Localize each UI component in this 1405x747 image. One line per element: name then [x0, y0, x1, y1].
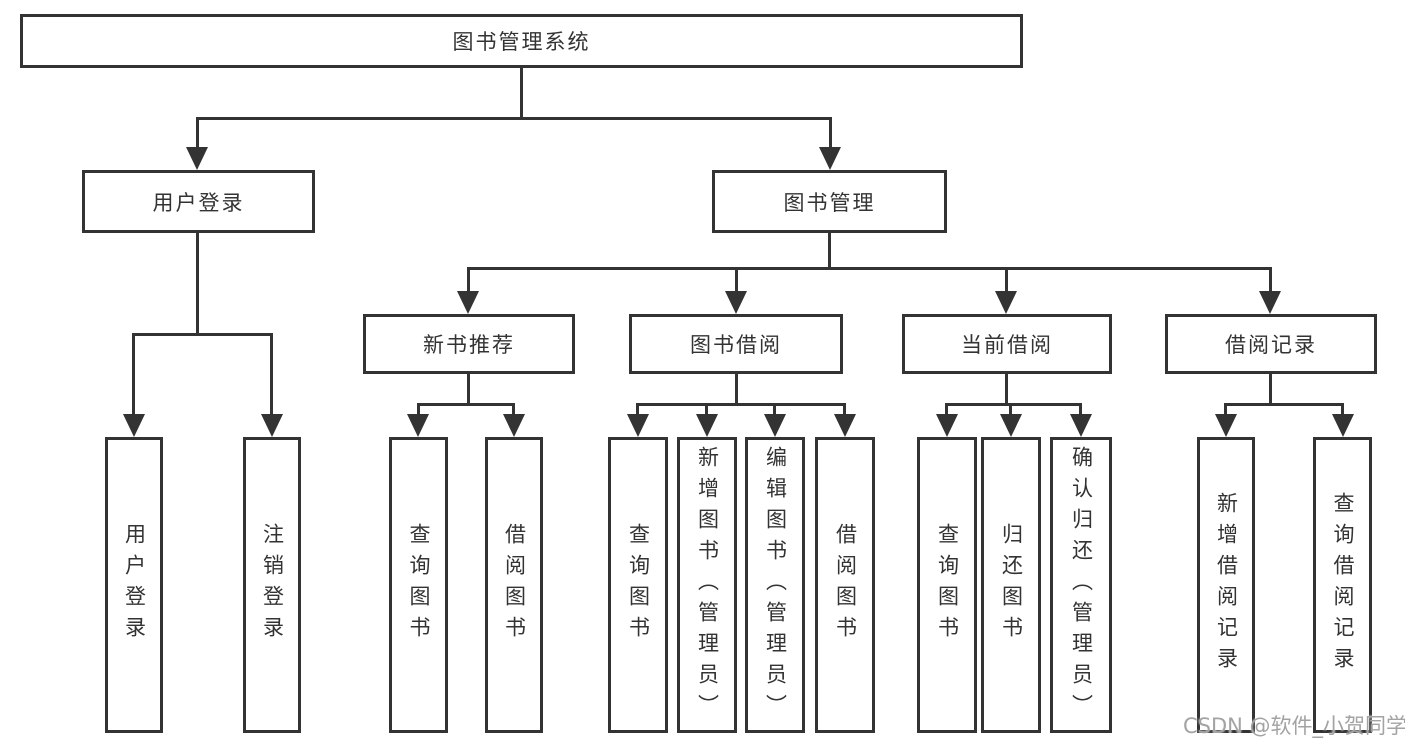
connector-vline	[196, 233, 199, 335]
node-user-login: 用户登录	[82, 170, 315, 233]
arrow-down-icon	[725, 291, 747, 314]
node-book-management: 图书管理	[712, 170, 947, 233]
connector-vline	[1079, 403, 1082, 417]
leaf-query-books-recommend: 查询图书	[389, 437, 448, 733]
leaf-add-book-admin: 新增图书（管理员）	[677, 437, 737, 733]
leaf-edit-book-admin: 编辑图书（管理员）	[745, 437, 805, 733]
node-label: 确认归还（管理员）	[1069, 445, 1094, 725]
connector-vline	[735, 374, 738, 405]
connector-hline	[1224, 403, 1344, 406]
arrow-down-icon	[819, 147, 841, 170]
arrow-down-icon	[261, 414, 283, 437]
node-label: 查询图书	[407, 523, 431, 647]
arrow-down-icon	[457, 291, 479, 314]
connector-vline	[1005, 374, 1008, 405]
node-library-management-system: 图书管理系统	[20, 14, 1023, 68]
leaf-query-books-current: 查询图书	[917, 437, 977, 733]
arrow-down-icon	[1259, 291, 1281, 314]
leaf-query-books-borrowing: 查询图书	[608, 437, 668, 733]
connector-hline	[132, 333, 273, 336]
connector-vline	[520, 68, 523, 119]
node-label: 当前借阅	[961, 333, 1053, 357]
connector-vline	[196, 117, 199, 150]
connector-hline	[467, 267, 1272, 270]
connector-vline	[1005, 267, 1008, 294]
connector-vline	[512, 403, 515, 417]
connector-vline	[1009, 403, 1012, 417]
node-label: 用户登录	[152, 190, 245, 215]
node-label: 用户登录	[122, 523, 147, 647]
node-current-borrowing: 当前借阅	[902, 314, 1112, 374]
arrow-down-icon	[1000, 414, 1022, 437]
node-label: 编辑图书（管理员）	[763, 445, 788, 725]
node-label: 借阅记录	[1225, 333, 1317, 357]
arrow-down-icon	[834, 414, 856, 437]
connector-hline	[636, 403, 846, 406]
arrow-down-icon	[1070, 414, 1092, 437]
connector-vline	[1269, 267, 1272, 294]
node-book-borrowing: 图书借阅	[629, 314, 843, 374]
arrow-down-icon	[936, 414, 958, 437]
node-new-book-recommendation: 新书推荐	[363, 314, 575, 374]
connector-vline	[132, 333, 135, 417]
connector-vline	[843, 403, 846, 417]
arrow-down-icon	[186, 147, 208, 170]
node-label: 图书借阅	[690, 333, 782, 357]
connector-vline	[735, 267, 738, 294]
leaf-borrow-books: 借阅图书	[815, 437, 875, 733]
node-label: 借阅图书	[502, 523, 527, 647]
connector-vline	[945, 403, 948, 417]
connector-vline	[270, 333, 273, 417]
node-label: 查询图书	[626, 523, 651, 647]
connector-vline	[1224, 403, 1227, 417]
leaf-user-login: 用户登录	[105, 437, 163, 733]
connector-vline	[829, 117, 832, 150]
node-label: 图书管理	[783, 190, 876, 215]
leaf-return-books: 归还图书	[981, 437, 1041, 733]
connector-vline	[773, 403, 776, 417]
arrow-down-icon	[503, 414, 525, 437]
leaf-logout: 注销登录	[243, 437, 301, 733]
arrow-down-icon	[627, 414, 649, 437]
arrow-down-icon	[407, 414, 429, 437]
node-borrowing-records: 借阅记录	[1165, 314, 1377, 374]
leaf-query-borrow-record: 查询借阅记录	[1313, 437, 1372, 733]
arrow-down-icon	[696, 414, 718, 437]
node-label: 借阅图书	[833, 523, 858, 647]
node-label: 新增借阅记录	[1214, 492, 1239, 678]
node-label: 新书推荐	[423, 333, 515, 357]
leaf-add-borrow-record: 新增借阅记录	[1197, 437, 1255, 733]
connector-hline	[945, 403, 1082, 406]
node-label: 注销登录	[260, 523, 285, 647]
connector-vline	[705, 403, 708, 417]
csdn-watermark: CSDN @软件_小贺同学	[1183, 714, 1405, 738]
arrow-down-icon	[764, 414, 786, 437]
connector-hline	[196, 117, 832, 120]
leaf-borrow-books-recommend: 借阅图书	[485, 437, 543, 733]
node-label: 新增图书（管理员）	[695, 445, 720, 725]
arrow-down-icon	[1215, 414, 1237, 437]
arrow-down-icon	[123, 414, 145, 437]
connector-vline	[636, 403, 639, 417]
connector-vline	[1269, 374, 1272, 405]
connector-vline	[828, 233, 831, 269]
connector-vline	[467, 267, 470, 294]
node-label: 查询图书	[935, 523, 960, 647]
arrow-down-icon	[995, 291, 1017, 314]
connector-hline	[417, 403, 515, 406]
connector-vline	[467, 374, 470, 405]
connector-vline	[1341, 403, 1344, 417]
node-label: 图书管理系统	[452, 30, 591, 54]
connector-vline	[417, 403, 420, 417]
leaf-confirm-return-admin: 确认归还（管理员）	[1050, 437, 1112, 733]
arrow-down-icon	[1332, 414, 1354, 437]
node-label: 查询借阅记录	[1331, 492, 1355, 678]
node-label: 归还图书	[999, 523, 1024, 647]
